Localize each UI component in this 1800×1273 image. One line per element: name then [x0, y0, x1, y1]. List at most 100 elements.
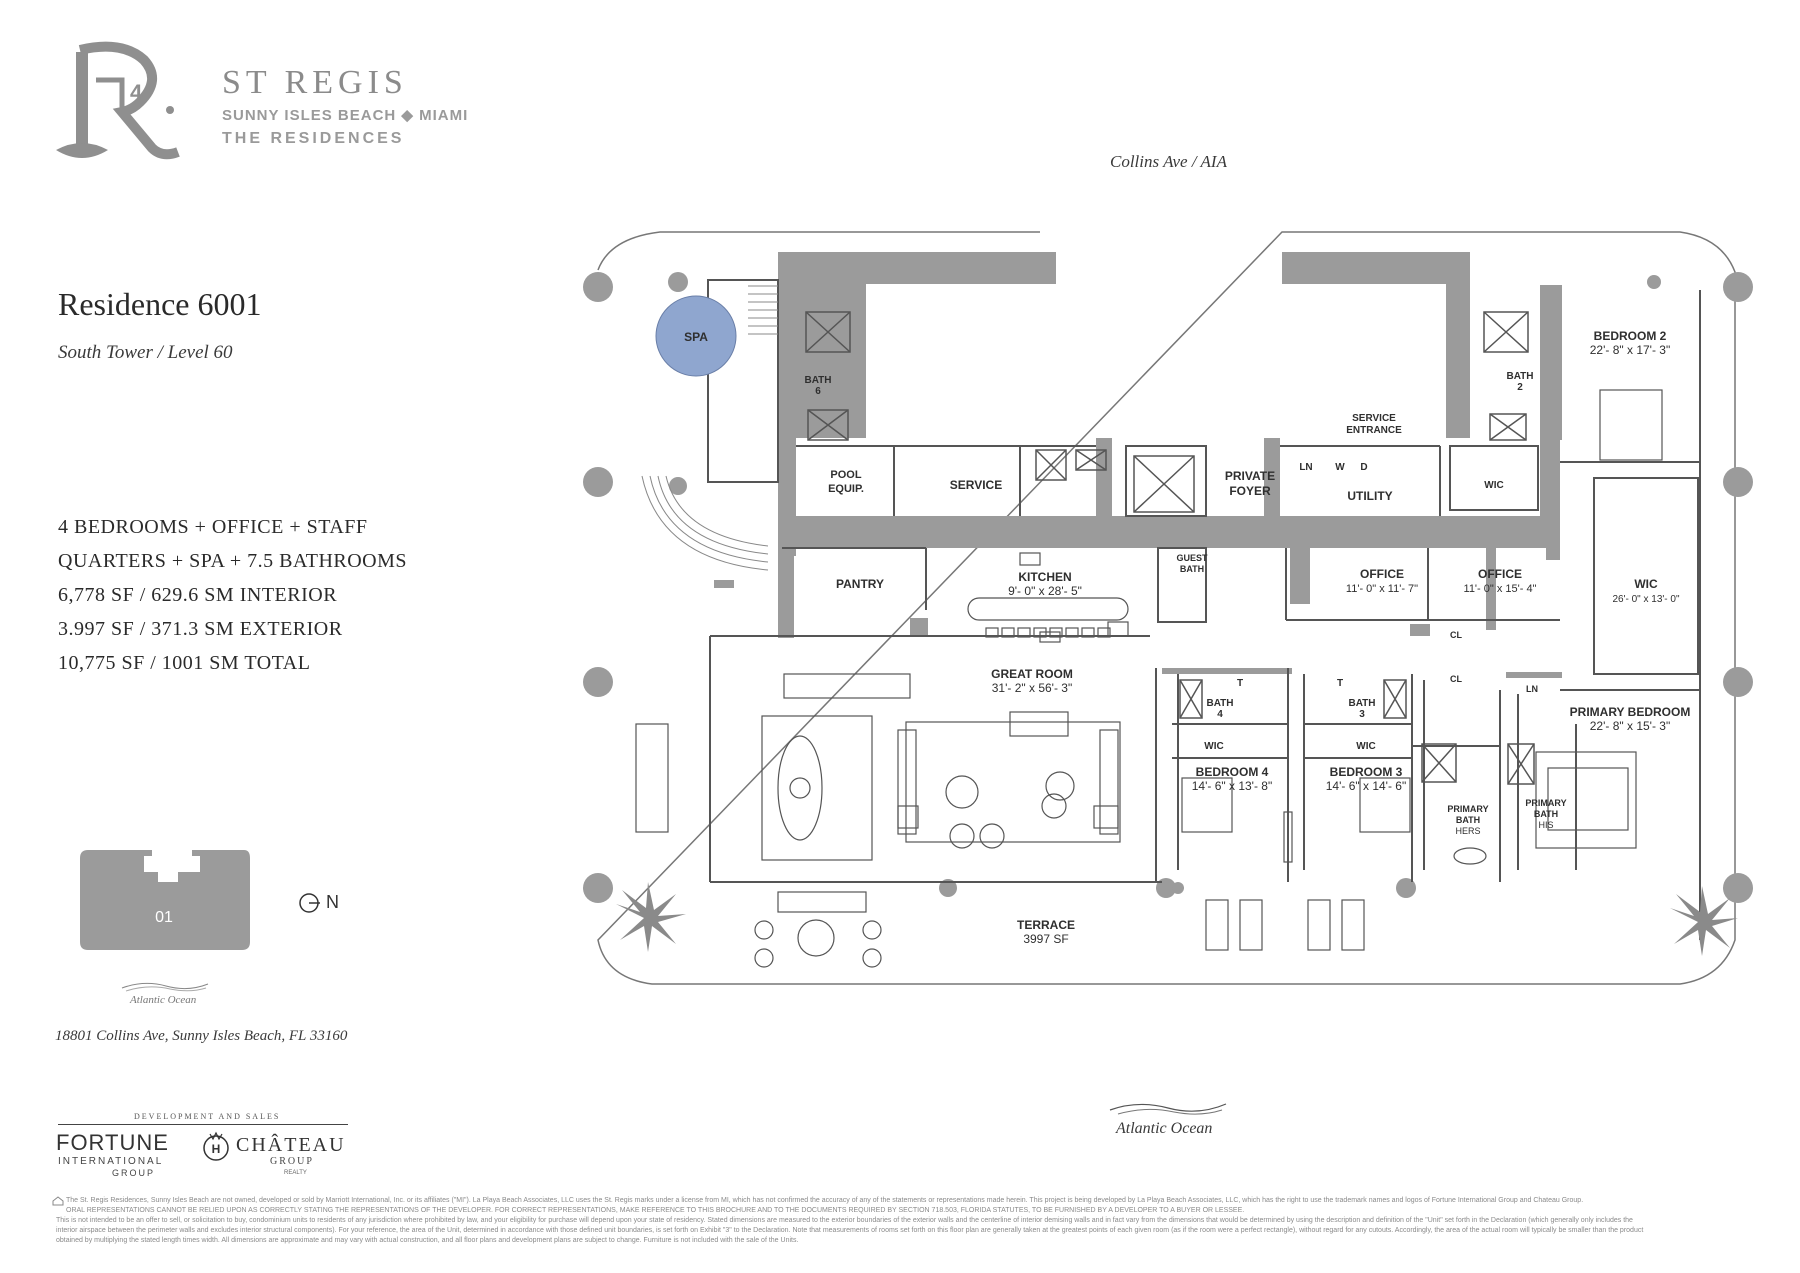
ocean-wave-icon: [1109, 1103, 1227, 1115]
disclaimer-line: This is not intended to be an offer to s…: [56, 1217, 1633, 1224]
room-label-primary-bath-hers-line3: HERS: [1455, 826, 1480, 836]
room-dims-office-2: 11'- 0" x 15'- 4": [1464, 583, 1537, 595]
disclaimer-line: obtained by multiplying the stated lengt…: [56, 1237, 799, 1244]
room-label-primary-bath-his-line2: BATH: [1534, 809, 1558, 819]
room-label-toilet: T: [1337, 678, 1343, 689]
spec-line: 6,778 SF / 629.6 SM INTERIOR: [58, 584, 338, 606]
room-dims-bedroom-2: 22'- 8" x 17'- 3": [1590, 343, 1670, 357]
brand-tagline: THE RESIDENCES: [222, 130, 405, 147]
room-label-bath-6-number: 6: [815, 386, 821, 397]
palm-tree-icon: [616, 882, 686, 952]
interior-walls: [707, 279, 1701, 940]
stairs: [641, 285, 778, 571]
key-plan: 01: [80, 850, 250, 950]
room-label-guest-bath-line2: BATH: [1180, 564, 1204, 574]
room-label-wic-bedroom-3: WIC: [1356, 741, 1375, 752]
furniture: [635, 389, 1663, 968]
spa-pool: [655, 295, 737, 377]
spec-line: 4 BEDROOMS + OFFICE + STAFF: [58, 516, 368, 538]
spec-line: QUARTERS + SPA + 7.5 BATHROOMS: [58, 550, 408, 572]
walls: [714, 252, 1562, 678]
disclaimer-line: ORAL REPRESENTATIONS CANNOT BE RELIED UP…: [66, 1207, 1245, 1214]
room-label-linen: LN: [1526, 684, 1538, 694]
north-label: N: [326, 892, 339, 912]
brand-location: SUNNY ISLES BEACH ◆ MIAMI: [222, 107, 469, 124]
room-dims-bedroom-3: 14'- 6" x 14'- 6": [1326, 779, 1406, 793]
chateau-logo-group: GROUP: [270, 1156, 314, 1167]
room-label-washer: W: [1335, 462, 1345, 473]
room-label-bath-4-number: 4: [1217, 709, 1223, 720]
room-label-bath-6: BATH: [804, 375, 831, 386]
ocean-wave-icon: [121, 982, 209, 992]
room-dims-primary-bedroom: 22'- 8" x 15'- 3": [1590, 719, 1670, 733]
room-label-guest-bath: GUEST: [1176, 553, 1208, 563]
room-label-toilet: T: [1237, 678, 1243, 689]
room-dims-wic-primary: 26'- 0" x 13'- 0": [1612, 594, 1680, 605]
room-label-terrace: TERRACE: [1017, 918, 1075, 932]
room-label-bath-2: BATH: [1506, 371, 1533, 382]
svg-text:H: H: [212, 1142, 221, 1156]
room-label-bath-3-number: 3: [1359, 709, 1365, 720]
fortune-logo: FORTUNE: [56, 1130, 169, 1155]
room-label-pool-equip-line2: EQUIP.: [828, 483, 864, 495]
room-label-bath-2-number: 2: [1517, 382, 1523, 393]
room-label-pool-equip: POOL: [830, 469, 861, 481]
keyplan-unit-label: 01: [155, 909, 173, 926]
ocean-label: Atlantic Ocean: [1116, 1120, 1213, 1137]
residence-title: Residence 6001: [58, 286, 262, 322]
room-label-dryer: D: [1360, 462, 1367, 473]
room-label-wic-bedroom-2: WIC: [1484, 480, 1503, 491]
keyplan-ocean-label: Atlantic Ocean: [130, 994, 197, 1006]
room-label-service: SERVICE: [950, 478, 1002, 492]
room-label-utility: UTILITY: [1347, 489, 1392, 503]
room-label-primary-bath-hers-line2: BATH: [1456, 815, 1480, 825]
street-label: Collins Ave / AIA: [1110, 152, 1227, 171]
address: 18801 Collins Ave, Sunny Isles Beach, FL…: [55, 1028, 348, 1044]
room-label-primary-bath-his-line3: HIS: [1538, 820, 1553, 830]
room-dims-great-room: 31'- 2" x 56'- 3": [992, 681, 1072, 695]
room-label-wic-bedroom-4: WIC: [1204, 741, 1223, 752]
room-label-primary-bath-hers: PRIMARY: [1447, 804, 1488, 814]
room-label-pantry: PANTRY: [836, 577, 884, 591]
chateau-logo-tag: REALTY: [284, 1170, 307, 1176]
room-label-service-entrance-line2: ENTRANCE: [1346, 425, 1402, 436]
room-label-closet: CL: [1450, 674, 1462, 684]
svg-text:4: 4: [130, 80, 143, 105]
columns: [583, 272, 1753, 903]
room-dims-kitchen: 9'- 0" x 28'- 5": [1008, 584, 1082, 598]
residence-subtitle: South Tower / Level 60: [58, 342, 233, 363]
spec-line: 10,775 SF / 1001 SM TOTAL: [58, 652, 311, 674]
room-label-primary-bath-his: PRIMARY: [1525, 798, 1566, 808]
room-label-bedroom-2: BEDROOM 2: [1594, 329, 1667, 343]
shafts: [805, 311, 1535, 785]
room-label-bath-4: BATH: [1206, 698, 1233, 709]
room-area-terrace: 3997 SF: [1023, 932, 1068, 946]
disclaimer-line: The St. Regis Residences, Sunny Isles Be…: [66, 1197, 1584, 1204]
north-arrow-icon: [299, 893, 320, 913]
brand-name: ST REGIS: [222, 64, 408, 101]
divider: [58, 1124, 348, 1125]
room-label-great-room: GREAT ROOM: [991, 667, 1073, 681]
room-dims-office-1: 11'- 0" x 11'- 7": [1346, 583, 1418, 595]
room-label-linen: LN: [1299, 462, 1312, 473]
room-label-closet: CL: [1450, 630, 1462, 640]
room-label-primary-bedroom: PRIMARY BEDROOM: [1570, 705, 1691, 719]
st-regis-logo-icon: 4: [56, 41, 180, 160]
room-label-office-2: OFFICE: [1478, 567, 1522, 581]
chateau-logo: CHÂTEAU: [236, 1134, 346, 1156]
chateau-crest-icon: H: [203, 1131, 229, 1161]
room-label-bedroom-4: BEDROOM 4: [1196, 765, 1269, 779]
room-label-spa: SPA: [684, 330, 708, 344]
room-label-bath-3: BATH: [1348, 698, 1375, 709]
slab-outline: [597, 231, 1736, 985]
room-label-private-foyer-line2: FOYER: [1229, 484, 1271, 498]
fortune-logo-group: GROUP: [112, 1168, 156, 1178]
room-label-wic-primary: WIC: [1634, 577, 1658, 591]
room-label-service-entrance: SERVICE: [1352, 413, 1396, 424]
room-label-private-foyer: PRIVATE: [1225, 469, 1275, 483]
disclaimer-line: interior airspace between the perimeter …: [56, 1227, 1644, 1234]
room-label-kitchen: KITCHEN: [1018, 570, 1071, 584]
room-dims-bedroom-4: 14'- 6" x 13'- 8": [1192, 779, 1272, 793]
equal-housing-icon: [52, 1196, 64, 1206]
